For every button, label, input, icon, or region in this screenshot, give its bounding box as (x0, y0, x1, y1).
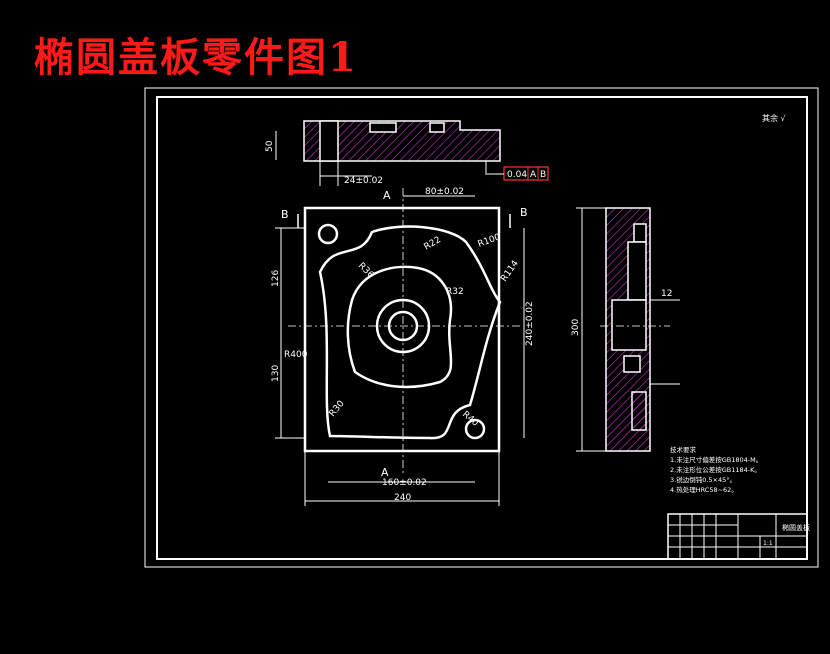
dim-overall-width: 240 (394, 493, 411, 503)
tech-note-4: 4.热处理HRC58~62。 (670, 485, 738, 494)
dim-radius-r32: R32 (446, 287, 464, 297)
tolerance-datum-a: A (530, 170, 537, 180)
roughness-note: 其余 √ (762, 113, 787, 123)
section-label-b-right: B (520, 206, 528, 219)
tech-note-0: 技术要求 (670, 445, 697, 454)
tolerance-frame: 0.04 A B (487, 166, 549, 181)
dim-height-upper: 126 (271, 270, 281, 287)
dim-side-12: 12 (661, 289, 672, 299)
dim-radius-r114: R114 (499, 259, 521, 284)
main-plan-view (275, 188, 525, 506)
tolerance-value: 0.04 (507, 170, 527, 180)
dim-radius-r40: R40 (460, 410, 480, 429)
tech-note-3: 3.锐边倒钝0.5×45°。 (670, 475, 736, 484)
dim-radius-r30: R30 (328, 399, 347, 419)
dim-width-tol: 160±0.02 (382, 478, 427, 488)
dim-height-right: 240±0.02 (525, 301, 535, 346)
tolerance-datum-b: B (540, 170, 546, 180)
section-label-a-bottom: A (381, 466, 389, 479)
dim-side-height: 300 (571, 319, 581, 336)
dim-radius-r36: R36 (356, 261, 376, 281)
tech-note-2: 2.未注形位公差按GB1184-K。 (670, 465, 761, 474)
dim-top-50: 50 (265, 140, 275, 152)
section-label-a-top: A (383, 189, 391, 202)
drawing-title: 椭圆盖板零件图1 (34, 34, 358, 81)
dim-top-offset: 80±0.02 (425, 187, 464, 197)
dim-height-lower: 130 (271, 365, 281, 382)
tech-notes: 技术要求 1.未注尺寸偏差按GB1804-M。 2.未注形位公差按GB1184-… (670, 445, 762, 494)
top-section-view (275, 120, 501, 186)
outer-border (144, 87, 819, 568)
tech-note-1: 1.未注尺寸偏差按GB1804-M。 (670, 455, 762, 464)
title-block-part-name: 椭圆盖板 (782, 523, 810, 532)
title-block-scale: 1:1 (763, 540, 773, 547)
side-section-view (576, 207, 680, 452)
dim-radius-left: R400 (284, 350, 308, 360)
dim-radius-r22: R22 (423, 235, 443, 253)
title-block (667, 513, 808, 560)
section-label-b-left: B (281, 208, 289, 221)
dim-top-24: 24±0.02 (344, 176, 383, 186)
inner-border (156, 96, 808, 560)
